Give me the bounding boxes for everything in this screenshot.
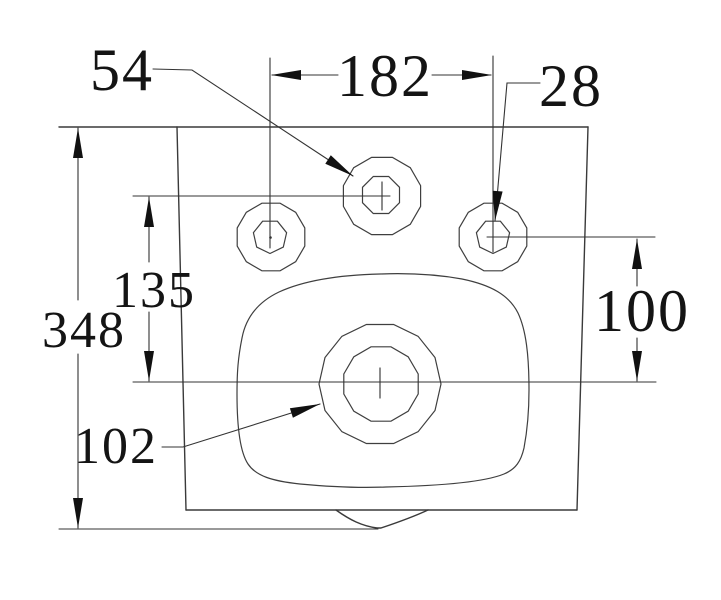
- dim-side-hole-to-drain: 100: [594, 238, 690, 382]
- dim-label-182: 182: [337, 43, 433, 109]
- right-hole-outer: [458, 202, 528, 272]
- dim-overall-height: 348: [42, 127, 126, 529]
- dim-100-arrow-bottom: [632, 351, 642, 381]
- left-hole: [236, 202, 306, 272]
- dim-348-arrow-bottom: [73, 498, 83, 528]
- dim-182-arrow-left: [271, 70, 301, 80]
- dim-348-arrow-top: [73, 128, 83, 158]
- leader-side-hole-diameter: 28: [492, 53, 603, 222]
- dim-label-28: 28: [539, 53, 603, 119]
- bottom-tab-outline: [335, 509, 429, 529]
- drain-inner-circle: [343, 346, 419, 422]
- centerlines: [58, 55, 657, 530]
- leader-28-arrow: [492, 190, 503, 221]
- dim-center-hole-to-drain: 135: [112, 196, 196, 382]
- drain-outlet: [318, 323, 442, 445]
- leader-drain-diameter: 102: [74, 403, 321, 475]
- mounting-holes: [236, 156, 528, 272]
- right-edge-line: [576, 126, 589, 511]
- bowl-outline: [236, 273, 530, 488]
- leader-54-arrow: [325, 155, 353, 176]
- dim-hole-spacing: 182: [271, 43, 492, 109]
- dim-label-54: 54: [90, 37, 154, 103]
- dim-label-348: 348: [42, 302, 126, 359]
- dim-100-arrow-top: [632, 239, 642, 269]
- dim-135-arrow-bottom: [144, 351, 154, 381]
- leader-28-line: [494, 82, 541, 222]
- center-hole-outer: [342, 156, 422, 236]
- drain-outer-circle: [318, 323, 442, 445]
- leader-102-arrow: [289, 404, 320, 418]
- dim-label-135: 135: [112, 262, 196, 319]
- dim-label-102: 102: [74, 418, 158, 475]
- center-hole-inner: [361, 175, 401, 215]
- left-hole-outer: [236, 202, 306, 272]
- dim-135-arrow-top: [144, 197, 154, 227]
- dim-label-100: 100: [594, 278, 690, 344]
- leader-54-line: [152, 68, 354, 177]
- leader-center-hole-diameter: 54: [90, 37, 354, 177]
- leader-102-line: [161, 403, 321, 448]
- dim-182-arrow-right: [462, 70, 492, 80]
